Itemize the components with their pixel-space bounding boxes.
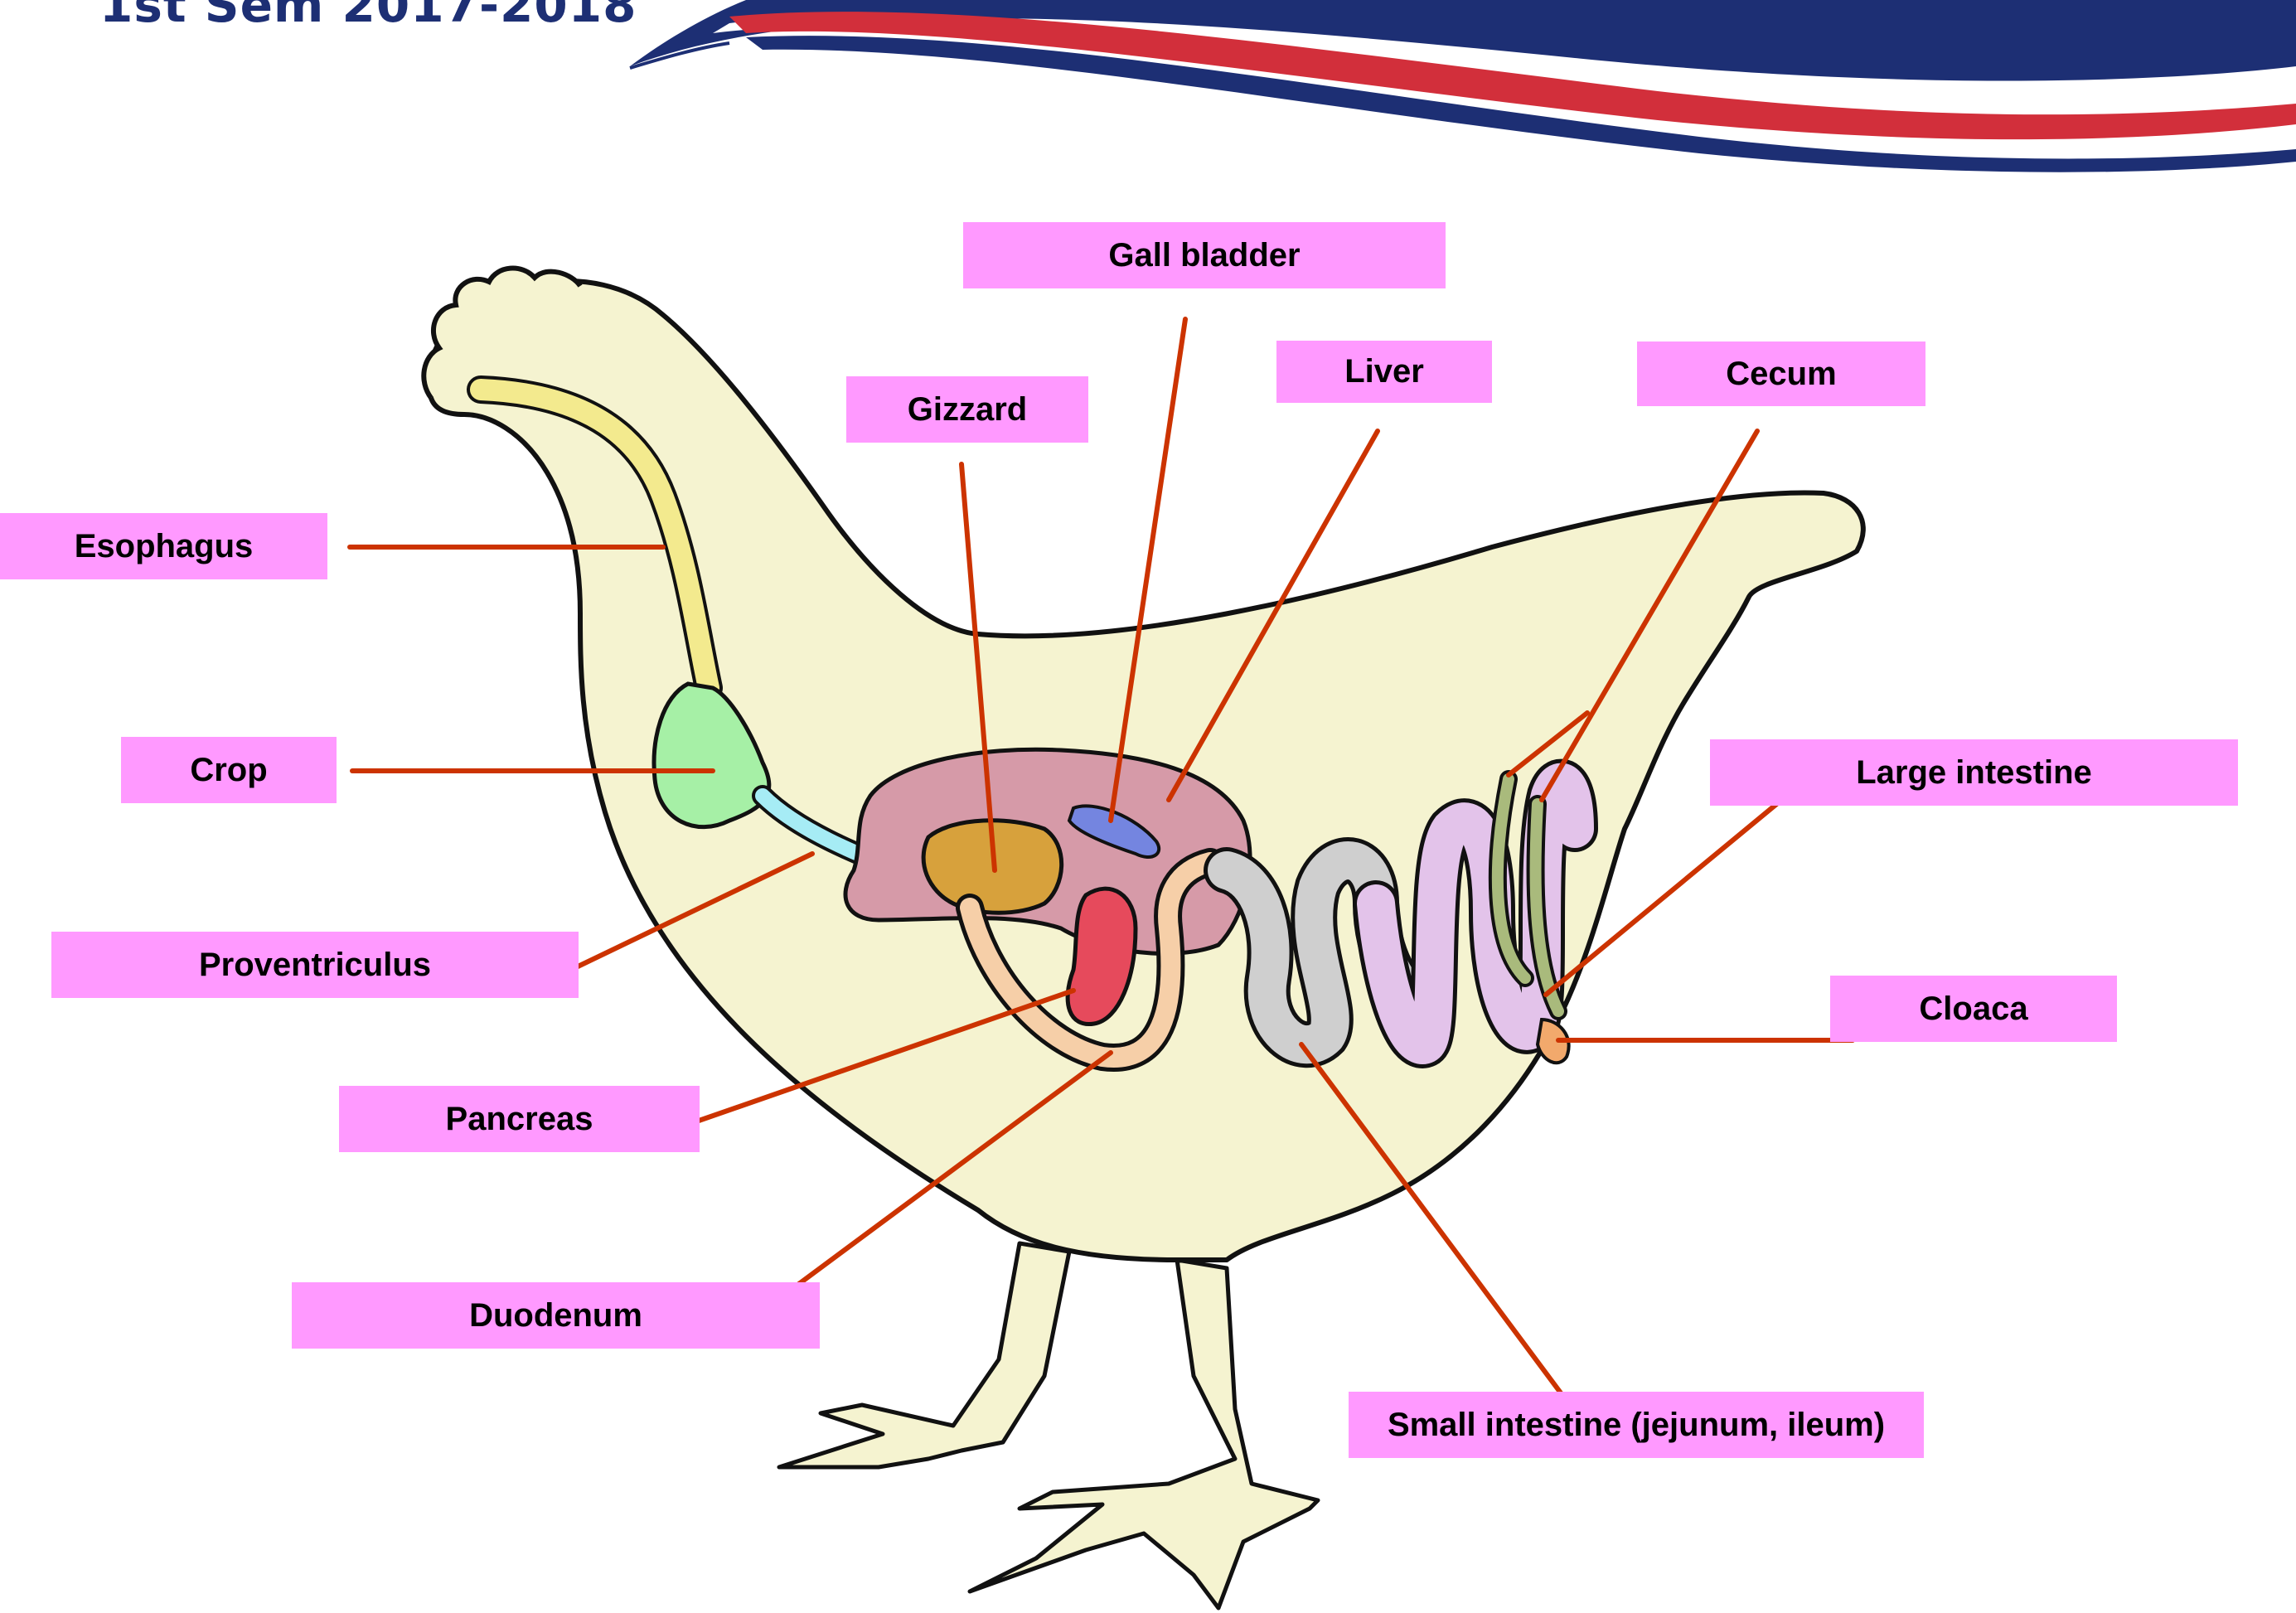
label-proventriculus: Proventriculus [51, 932, 579, 998]
label-gizzard: Gizzard [846, 376, 1088, 443]
label-gall-bladder: Gall bladder [963, 222, 1446, 288]
label-cloaca: Cloaca [1830, 976, 2117, 1042]
label-small-intestine: Small intestine (jejunum, ileum) [1349, 1392, 1924, 1458]
leader-cecum-b [1506, 710, 1590, 777]
leader-liver [1166, 429, 1380, 802]
leader-proventriculus [551, 851, 815, 981]
banner-thin-swoosh [629, 41, 730, 70]
leader-cecum-a [1539, 429, 1760, 802]
left-leg [777, 1241, 1072, 1470]
label-esophagus: Esophagus [0, 513, 327, 579]
banner-navy-swoosh [630, 0, 2296, 81]
label-crop: Crop [121, 737, 337, 803]
semester-heading: 1st Sem 2017-2018 [99, 0, 637, 33]
leader-small-intestine [1299, 1042, 1569, 1403]
right-leg [967, 1257, 1320, 1611]
banner-red-stripe [729, 12, 2296, 140]
leader-gall-bladder [1108, 317, 1188, 823]
leader-gizzard [959, 462, 997, 873]
label-pancreas: Pancreas [339, 1086, 700, 1152]
label-large-intestine: Large intestine [1710, 739, 2238, 806]
label-cecum: Cecum [1637, 341, 1925, 406]
pancreas [1065, 886, 1138, 1027]
label-liver: Liver [1276, 341, 1492, 403]
header-banner [629, 0, 2296, 172]
banner-white-stripe [713, 16, 2296, 111]
label-duodenum: Duodenum [292, 1282, 820, 1349]
crop [652, 681, 772, 830]
leader-lines [347, 317, 1855, 1403]
cloaca [1535, 1017, 1571, 1065]
leader-pancreas [677, 988, 1076, 1130]
comb [421, 265, 583, 400]
leader-duodenum [739, 1050, 1113, 1329]
banner-navy-lower-stripe [746, 36, 2296, 172]
